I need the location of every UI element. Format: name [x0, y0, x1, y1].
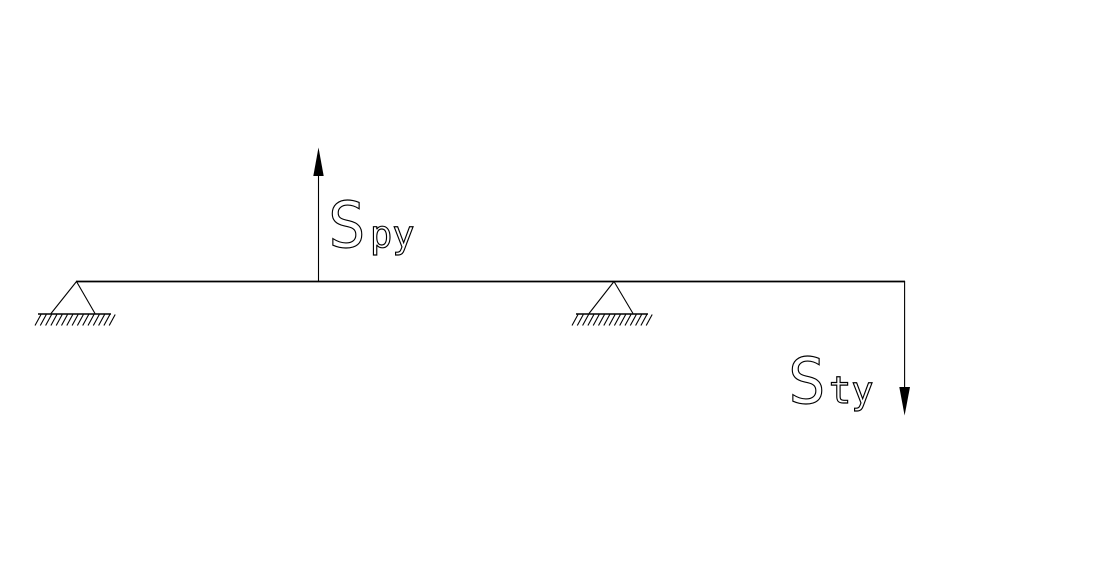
pin-support-left [34, 281, 116, 326]
hatch-stroke [98, 314, 106, 326]
hatch-stroke [635, 314, 643, 326]
hatch-stroke [640, 314, 648, 326]
hatch-stroke [76, 314, 84, 326]
hatch-stroke [624, 314, 632, 326]
hatch-stroke [39, 314, 47, 326]
support-leg-right [613, 281, 634, 314]
upward-force-label: S py [328, 189, 415, 262]
downward-force-label-initial: S [788, 345, 826, 418]
upward-arrow-head-icon [313, 147, 324, 176]
upward-force-arrow [313, 147, 324, 281]
hatch-stroke [45, 314, 53, 326]
hatch-stroke [108, 314, 116, 326]
ground-hatching [34, 314, 116, 326]
hatch-stroke [592, 314, 600, 326]
hatch-stroke [598, 314, 605, 326]
hatch-stroke [103, 314, 111, 326]
ground-hatching [571, 314, 653, 326]
hatch-stroke [608, 314, 616, 326]
hatch-stroke [582, 314, 590, 326]
upward-force-label-initial: S [328, 189, 366, 262]
hatch-stroke [571, 314, 579, 326]
hatch-stroke [613, 314, 621, 326]
downward-force-label: S ty [788, 345, 874, 418]
hatch-stroke [50, 314, 58, 326]
hatch-stroke [82, 314, 90, 326]
support-leg-right [76, 281, 96, 314]
upward-force-label-rest: py [370, 213, 415, 256]
downward-force-arrow [899, 281, 910, 416]
hatch-stroke [87, 314, 95, 326]
hatch-stroke [55, 314, 63, 326]
hatch-stroke [71, 314, 79, 326]
hatch-stroke [619, 314, 627, 326]
hatch-stroke [576, 314, 584, 326]
hatch-stroke [629, 314, 637, 326]
downward-arrow-head-icon [899, 387, 910, 416]
pin-support-middle [571, 281, 653, 326]
downward-force-label-rest: ty [829, 369, 874, 412]
hatch-stroke [66, 314, 74, 326]
hatch-stroke [92, 314, 100, 326]
hatch-stroke [34, 314, 42, 326]
hatch-stroke [61, 314, 68, 326]
support-leg-left [588, 281, 615, 314]
hatch-stroke [645, 314, 653, 326]
hatch-stroke [587, 314, 595, 326]
hatch-stroke [603, 314, 611, 326]
support-leg-left [50, 281, 77, 314]
